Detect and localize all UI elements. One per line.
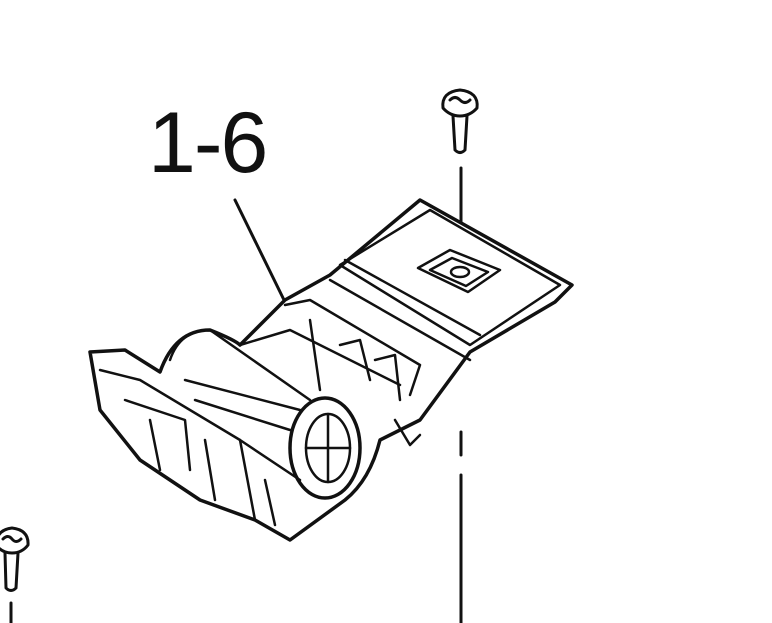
part-number-label: 1-6 — [148, 95, 268, 191]
screw-top-icon — [441, 88, 479, 154]
bracket-details — [98, 208, 562, 527]
screw-bottom-left-icon — [0, 526, 30, 623]
leader-line — [233, 198, 287, 304]
